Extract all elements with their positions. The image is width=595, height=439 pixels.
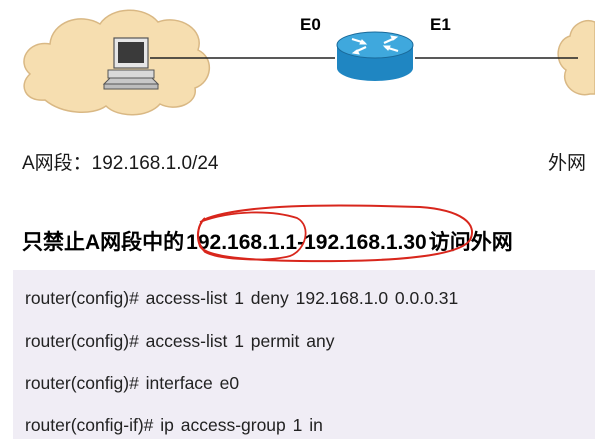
cli-line: router(config-if)# ip access-group 1 in bbox=[25, 415, 323, 435]
interface-label-e0: E0 bbox=[300, 15, 321, 34]
right-network-label: 外网 bbox=[548, 153, 587, 174]
left-network-label: A网段：192.168.1.0/24 bbox=[22, 153, 219, 174]
requirement-ip-range: 192.168.1.1-192.168.1.30 bbox=[186, 231, 427, 254]
router-icon bbox=[336, 31, 414, 81]
cli-line: router(config)# access-list 1 deny 192.1… bbox=[25, 288, 459, 308]
cli-line: router(config)# access-list 1 permit any bbox=[25, 331, 335, 351]
requirement-prefix: 只禁止A网段中的 bbox=[22, 231, 185, 254]
cli-line: router(config)# interface e0 bbox=[25, 373, 240, 393]
requirement-suffix: 访问外网 bbox=[428, 231, 513, 254]
cli-panel: router(config)# access-list 1 deny 192.1… bbox=[13, 270, 595, 439]
pc-icon bbox=[102, 37, 160, 90]
network-topology: E0 E1 bbox=[23, 9, 595, 116]
requirement-heading: 只禁止A网段中的192.168.1.1-192.168.1.30访问外网 bbox=[22, 226, 513, 256]
interface-label-e1: E1 bbox=[430, 15, 451, 34]
